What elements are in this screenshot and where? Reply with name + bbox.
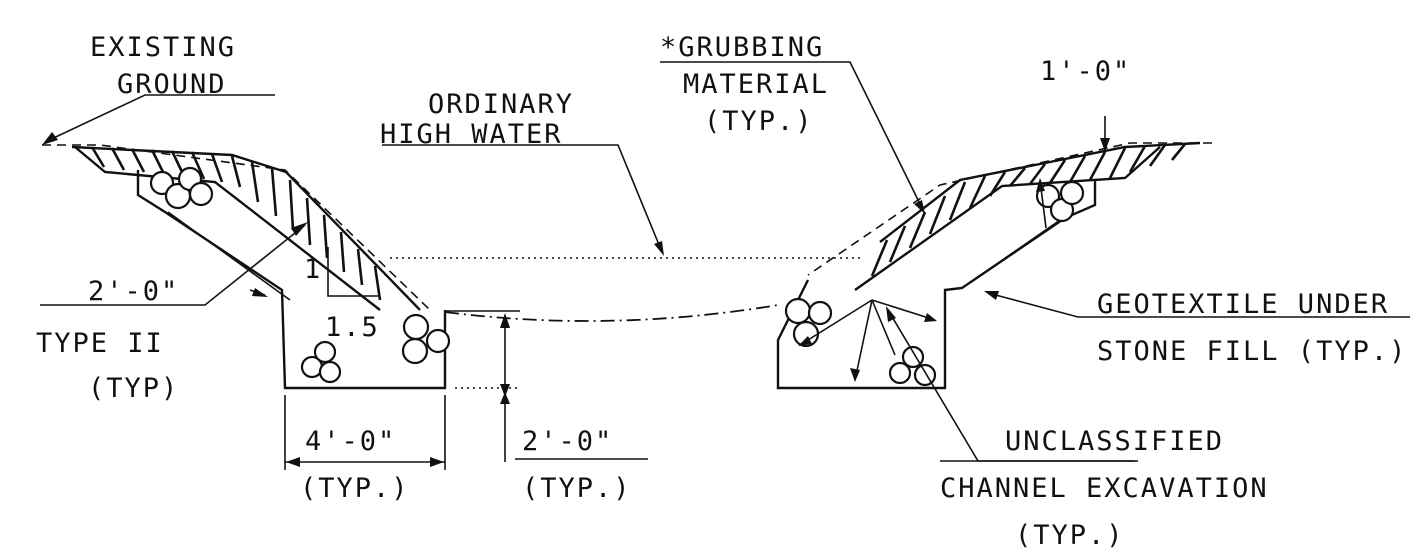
- existing-ground-label-2: GROUND: [117, 69, 227, 100]
- type-ii-leader: [40, 224, 306, 306]
- grubbing-leader: [660, 61, 924, 211]
- ordinary-label: ORDINARY: [428, 89, 574, 120]
- left-stones-bottom: [300, 340, 342, 384]
- excavation-arrows: [798, 299, 937, 382]
- left-grubbing-hatch: [90, 146, 382, 301]
- left-bank: [42, 144, 451, 390]
- geotextile-label-2: STONE FILL (TYP.): [1097, 336, 1407, 367]
- right-stones-slope: [784, 297, 833, 348]
- left-stone-fill-outline: [136, 170, 447, 390]
- depth-label: 2'-0": [522, 426, 613, 457]
- excavation-label-3: (TYP.): [1015, 520, 1125, 551]
- existing-ground-label-1: EXISTING: [90, 32, 236, 63]
- left-stones-upper: [149, 166, 214, 210]
- right-stones-bottom: [888, 345, 937, 387]
- channel-bottom-line: [444, 304, 779, 322]
- slope-rise-label: 1: [304, 254, 322, 285]
- right-stone-fill-outline: [776, 180, 1097, 390]
- high-water-label: HIGH WATER: [380, 119, 563, 150]
- excavation-label-1: UNCLASSIFIED: [1005, 426, 1224, 457]
- right-grubbing-hatch: [870, 143, 1187, 277]
- geotextile-leader: [987, 292, 1410, 318]
- high-water-leader: [382, 144, 663, 253]
- right-grubbing-top: [879, 141, 1201, 243]
- bottom-width-typ-label: (TYP.): [300, 473, 410, 504]
- right-top-arrows: [1036, 178, 1047, 229]
- existing-ground-leader: [44, 94, 275, 143]
- grubbing-label-1: *GRUBBING: [660, 32, 824, 63]
- left-dimension-label: 2'-0": [88, 276, 179, 307]
- geotextile-label-1: GEOTEXTILE UNDER: [1097, 289, 1389, 320]
- type-ii-typ-label: (TYP): [88, 373, 179, 404]
- right-grubbing-bottom: [854, 146, 1161, 291]
- grubbing-label-2: MATERIAL: [683, 69, 829, 100]
- right-bank: [776, 141, 1212, 390]
- left-geotextile-line: [167, 211, 291, 301]
- right-geotextile-line: [961, 217, 1064, 289]
- left-existing-ground-line: [42, 144, 431, 311]
- slope-run-label: 1.5: [325, 312, 380, 343]
- excavation-label-2: CHANNEL EXCAVATION: [940, 473, 1269, 504]
- grubbing-label-3: (TYP.): [704, 106, 814, 137]
- type-ii-label: TYPE II: [36, 328, 164, 359]
- top-dimension-label: 1'-0": [1040, 56, 1131, 87]
- channel: [390, 257, 862, 389]
- dimensions: [284, 116, 1110, 470]
- bottom-width-label: 4'-0": [305, 426, 396, 457]
- leaders: [40, 61, 1410, 462]
- depth-typ-label: (TYP.): [522, 473, 632, 504]
- annotations: EXISTING GROUND *GRUBBING MATERIAL (TYP.…: [36, 32, 1407, 551]
- left-stones-slope: [401, 313, 451, 365]
- slope-ratio-mark: [327, 247, 380, 297]
